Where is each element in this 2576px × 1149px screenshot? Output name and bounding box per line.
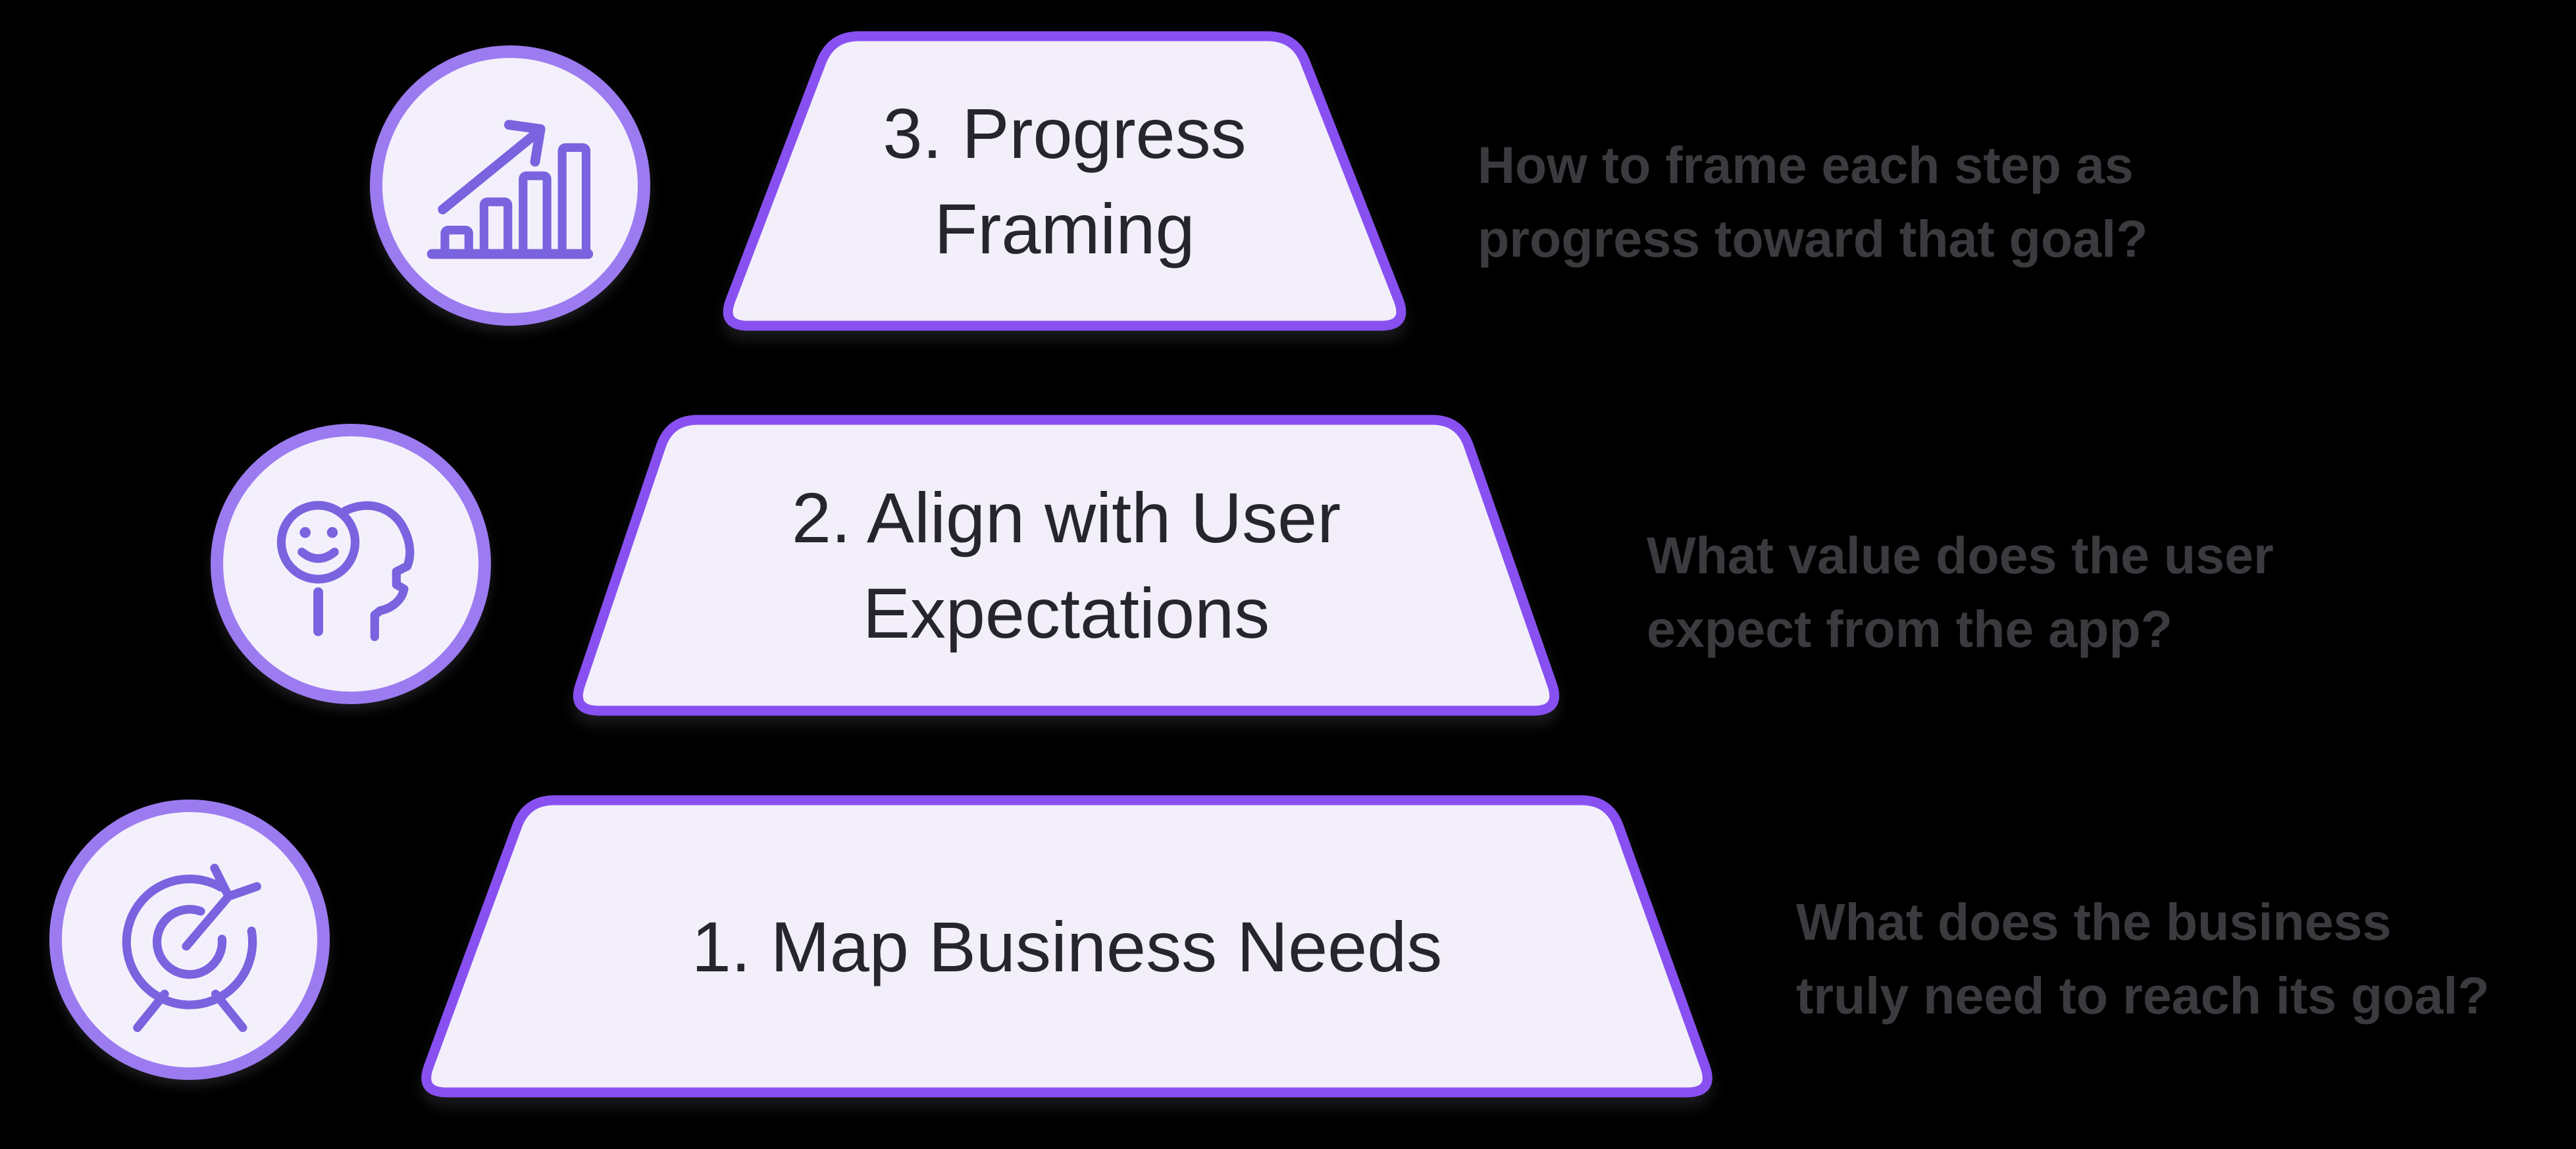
step-1-label: 1. Map Business Needs [691,906,1443,986]
trend-chart-icon [370,45,650,326]
step-3-label: 3. Progress Framing [883,93,1247,268]
step-2-label: 2. Align with User Expectations [791,478,1341,653]
smiley-head-icon-glyph [276,501,415,642]
step-2-annotation: What value does the user expect from the… [1647,526,2274,658]
target-dart-icon [49,800,330,1080]
smiley-head-icon [211,424,491,704]
trapezoid-step-1 [421,795,1713,1098]
trapezoid-step-3 [723,31,1406,331]
target-dart-icon-glyph [122,863,261,1033]
trapezoid-step-2 [573,415,1560,716]
step-3-annotation: How to frame each step as progress towar… [1478,136,2148,268]
trend-chart-icon-glyph [426,120,594,259]
step-1-annotation: What does the business truly need to rea… [1796,892,2490,1025]
